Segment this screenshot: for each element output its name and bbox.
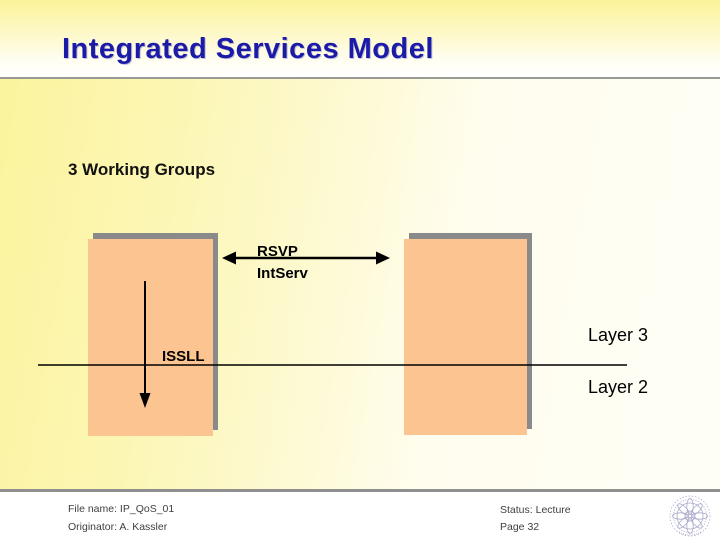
rsvp-label-line2: IntServ [257,265,308,282]
footer: File name: IP_QoS_01 Originator: A. Kass… [0,489,720,540]
right-protocol-stack-box [404,239,527,435]
rsvp-label-line1: RSVP [257,243,298,260]
footer-status: Status: Lecture [500,504,571,516]
layer2-label: Layer 2 [588,377,649,397]
rsvp-intserv-label: RSVP IntServ [257,241,308,285]
section-heading: 3 Working Groups [68,160,216,179]
layer3-label: Layer 3 [588,325,649,345]
university-seal-icon [669,495,711,537]
footer-file-name: File name: IP_QoS_01 [68,503,175,515]
left-protocol-stack-box [88,239,213,436]
footer-page-number: Page 32 [500,521,540,533]
issll-label: ISSLL [162,348,205,365]
title-band: Integrated Services Model [0,0,720,79]
slide-title: Integrated Services Model [62,33,434,65]
footer-originator: Originator: A. Kassler [68,521,168,533]
